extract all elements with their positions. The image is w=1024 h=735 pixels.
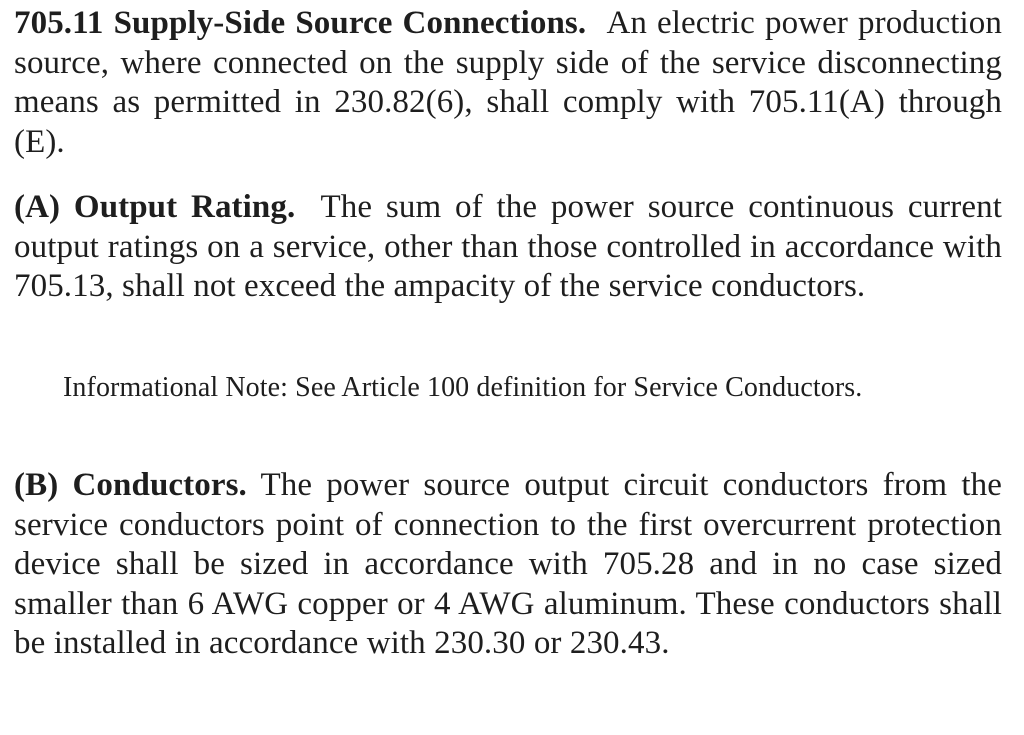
subsection-b-label: (B) [14,467,59,503]
informational-note: Informational Note: See Article 100 defi… [63,370,955,406]
subsection-a-label: (A) [14,189,61,225]
subsection-a-title: Output Rating. [73,189,296,225]
subsection-a: (A) Output Rating. The sum of the power … [14,188,1002,307]
section-body: An electric power production source, whe… [14,5,1002,160]
informational-note-text: Informational Note: See Article 100 defi… [63,372,863,403]
section-705-11: 705.11 Supply-Side Source Connections. A… [14,4,1002,162]
subsection-b-body: The power source output circuit conducto… [14,467,1002,661]
subsection-b-title: Conductors. [72,467,247,503]
section-number: 705.11 [14,5,104,41]
section-title: Supply-Side Source Connections. [113,5,587,41]
subsection-b: (B) Conductors. The power source output … [14,466,1002,664]
subsection-a-body: The sum of the power source continuous c… [14,189,1002,304]
